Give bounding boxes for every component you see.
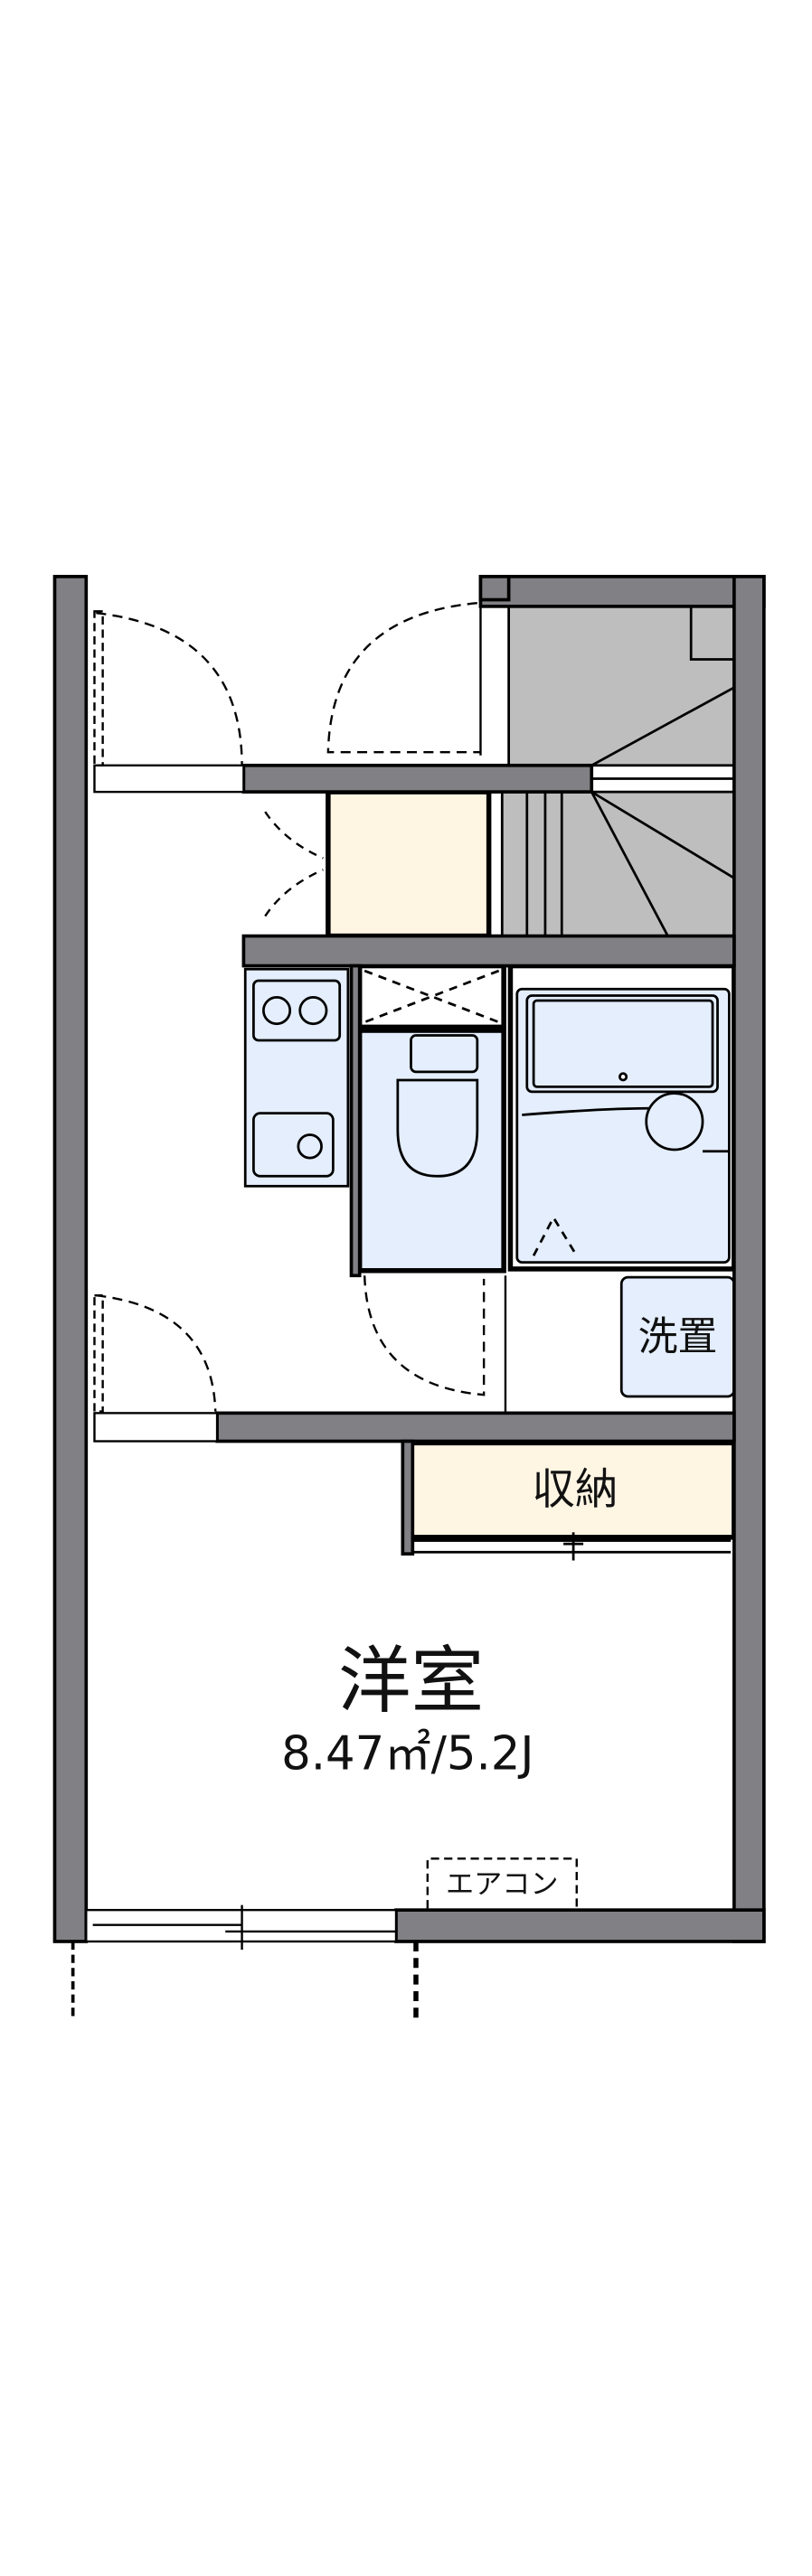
toilet-icon bbox=[396, 1078, 479, 1178]
aircon-box bbox=[426, 1857, 578, 1909]
sink-drain-icon bbox=[297, 1133, 323, 1160]
toilet-door-swing[interactable] bbox=[363, 1275, 486, 1396]
stove-burner-icon bbox=[262, 995, 292, 1026]
shoe-storage-doors[interactable] bbox=[264, 811, 324, 917]
room-door[interactable] bbox=[93, 1412, 219, 1443]
outer-door-swing[interactable] bbox=[326, 602, 481, 754]
shoe-storage bbox=[326, 789, 492, 939]
stove-burner-icon bbox=[298, 995, 328, 1026]
room-label: 洋室 bbox=[338, 1640, 484, 1725]
room-area: 8.47㎡/5.2J bbox=[281, 1726, 534, 1781]
entrance-door[interactable] bbox=[93, 764, 245, 794]
aircon-label: エアコン bbox=[446, 1868, 559, 1901]
walls bbox=[52, 575, 766, 1943]
stairs-lower bbox=[500, 790, 736, 937]
washbasin-icon bbox=[645, 1092, 704, 1152]
washer-label: 洗置 bbox=[638, 1314, 718, 1360]
closet-label: 収納 bbox=[532, 1465, 618, 1515]
